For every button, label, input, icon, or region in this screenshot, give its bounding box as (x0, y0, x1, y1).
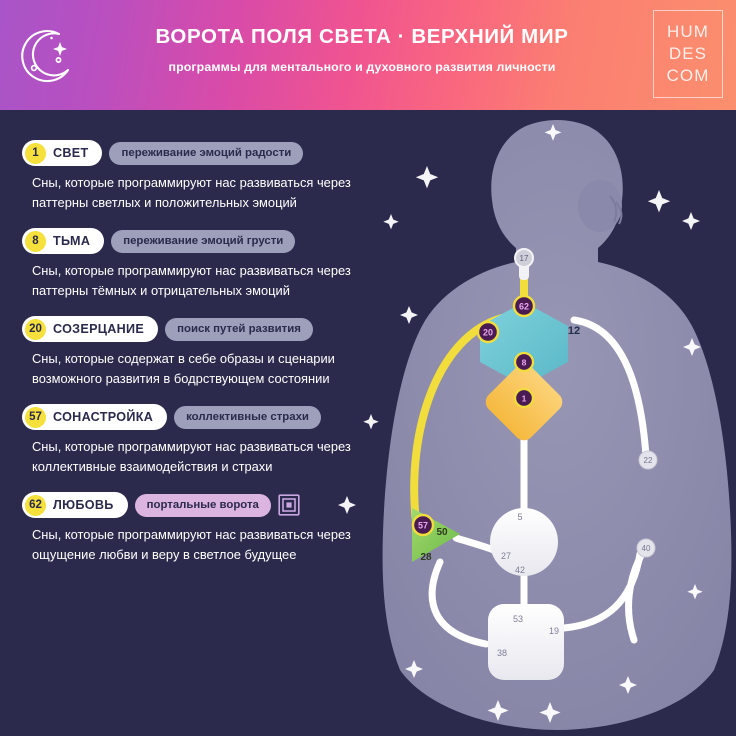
gate-markers (411, 248, 536, 537)
gate-number-badge: 8 (25, 230, 46, 252)
gate-label-1: 1 (522, 394, 527, 404)
entry-header: 57 СОНАСТРОЙКА коллективные страхи (22, 404, 382, 430)
gate-label-50: 50 (436, 527, 448, 538)
gate-description: Сны, которые содержат в себе образы и сц… (32, 351, 335, 386)
gate-label-28: 28 (420, 552, 432, 563)
gate-name-pill[interactable]: 1 СВЕТ (22, 140, 103, 166)
gate-number-badge: 62 (25, 494, 46, 516)
entry-header: 8 ТЬМА переживание эмоций грусти (22, 228, 382, 254)
gate-tag-pill[interactable]: переживание эмоций радости (109, 141, 304, 165)
gate-label-8: 8 (522, 358, 527, 368)
gate-name-pill[interactable]: 8 ТЬМА (22, 228, 105, 254)
gate-tag-pill[interactable]: портальные ворота (134, 493, 271, 517)
gate-description: Сны, которые программируют нас развивать… (32, 527, 351, 562)
entry-header: 20 СОЗЕРЦАНИЕ поиск путей развития (22, 316, 382, 342)
gate-label-57: 57 (418, 521, 428, 531)
list-item: 62 ЛЮБОВЬ портальные ворота Сны, которые… (22, 492, 382, 564)
gate-20-marker (476, 320, 500, 344)
gate-label-62: 62 (519, 302, 529, 312)
gate-57-marker (411, 513, 435, 537)
entry-header: 1 СВЕТ переживание эмоций радости (22, 140, 382, 166)
portal-gate-icon[interactable] (278, 494, 300, 516)
header-banner: ВОРОТА ПОЛЯ СВЕТА · ВЕРХНИЙ МИР программ… (0, 0, 736, 110)
gate-label-19: 19 (549, 626, 559, 636)
gate-label-53: 53 (513, 614, 523, 624)
gate-tag-pill[interactable]: поиск путей развития (165, 317, 313, 341)
bodygraph-illustration: 17 62 20 8 12 1 22 40 57 50 28 5 27 42 5… (378, 110, 736, 736)
gate-number-badge: 57 (25, 406, 46, 428)
crescent-moon-icon (18, 22, 84, 88)
gate-label-38: 38 (497, 648, 507, 658)
gate-description: Сны, которые программируют нас развивать… (32, 175, 351, 210)
gate-tag-pill[interactable]: переживание эмоций грусти (111, 229, 296, 253)
channel-28-38 (428, 558, 490, 648)
gate-label-40: 40 (642, 544, 651, 553)
gate-label-27: 27 (501, 551, 511, 561)
gate-name-pill[interactable]: 57 СОНАСТРОЙКА (22, 404, 168, 430)
gate-name-label: СОНАСТРОЙКА (53, 410, 154, 424)
gate-tag-pill[interactable]: коллективные страхи (174, 405, 321, 429)
gate-label-17: 17 (520, 254, 529, 263)
human-silhouette (382, 120, 732, 730)
list-item: 1 СВЕТ переживание эмоций радости Сны, к… (22, 140, 382, 212)
logo-line-2: DES (668, 44, 708, 63)
gate-1-marker (513, 387, 535, 409)
header-text-block: ВОРОТА ПОЛЯ СВЕТА · ВЕРХНИЙ МИР программ… (92, 24, 632, 77)
gate-8-marker (513, 351, 535, 373)
channel-group-plain (428, 316, 650, 648)
gate-number-badge: 20 (25, 318, 46, 340)
entry-header: 62 ЛЮБОВЬ портальные ворота (22, 492, 382, 518)
gate-name-pill[interactable]: 20 СОЗЕРЦАНИЕ (22, 316, 159, 342)
gate-name-label: СВЕТ (53, 146, 89, 160)
throat-center[interactable] (480, 302, 568, 386)
gate-number-badge: 1 (25, 142, 46, 164)
gate-17-marker (514, 248, 534, 268)
logo-line-1: HUM (666, 22, 709, 41)
gate-description: Сны, которые программируют нас развивать… (32, 263, 351, 298)
sacral-center[interactable] (490, 508, 558, 576)
gate-description: Сны, которые программируют нас развивать… (32, 439, 351, 474)
channel-12-22 (570, 316, 650, 460)
page-subtitle: программы для ментального и духовного ра… (168, 60, 556, 74)
gate-label-12: 12 (568, 325, 580, 337)
gate-number-labels: 17 62 20 8 12 1 22 40 57 50 28 5 27 42 5… (418, 254, 653, 658)
gates-list: 1 СВЕТ переживание эмоций радости Сны, к… (22, 140, 382, 580)
logo-line-3: COM (666, 66, 710, 85)
page-title: ВОРОТА ПОЛЯ СВЕТА · ВЕРХНИЙ МИР (155, 25, 569, 48)
channel-19-40 (560, 550, 644, 632)
gate-label-5: 5 (517, 512, 522, 522)
list-item: 57 СОНАСТРОЙКА коллективные страхи Сны, … (22, 404, 382, 476)
list-item: 8 ТЬМА переживание эмоций грусти Сны, ко… (22, 228, 382, 300)
gate-endpoints (636, 450, 658, 558)
list-item: 20 СОЗЕРЦАНИЕ поиск путей развития Сны, … (22, 316, 382, 388)
gate-name-label: ТЬМА (53, 234, 91, 248)
root-center[interactable] (488, 604, 564, 680)
gate-62-marker (512, 294, 536, 318)
gate-label-20: 20 (483, 328, 493, 338)
gate-name-label: СОЗЕРЦАНИЕ (53, 322, 145, 336)
gate-label-22: 22 (644, 456, 653, 465)
gate-label-42: 42 (515, 565, 525, 575)
gate-name-label: ЛЮБОВЬ (53, 498, 114, 512)
humdes-logo[interactable]: HUM DES COM (653, 10, 723, 98)
gate-name-pill[interactable]: 62 ЛЮБОВЬ (22, 492, 128, 518)
